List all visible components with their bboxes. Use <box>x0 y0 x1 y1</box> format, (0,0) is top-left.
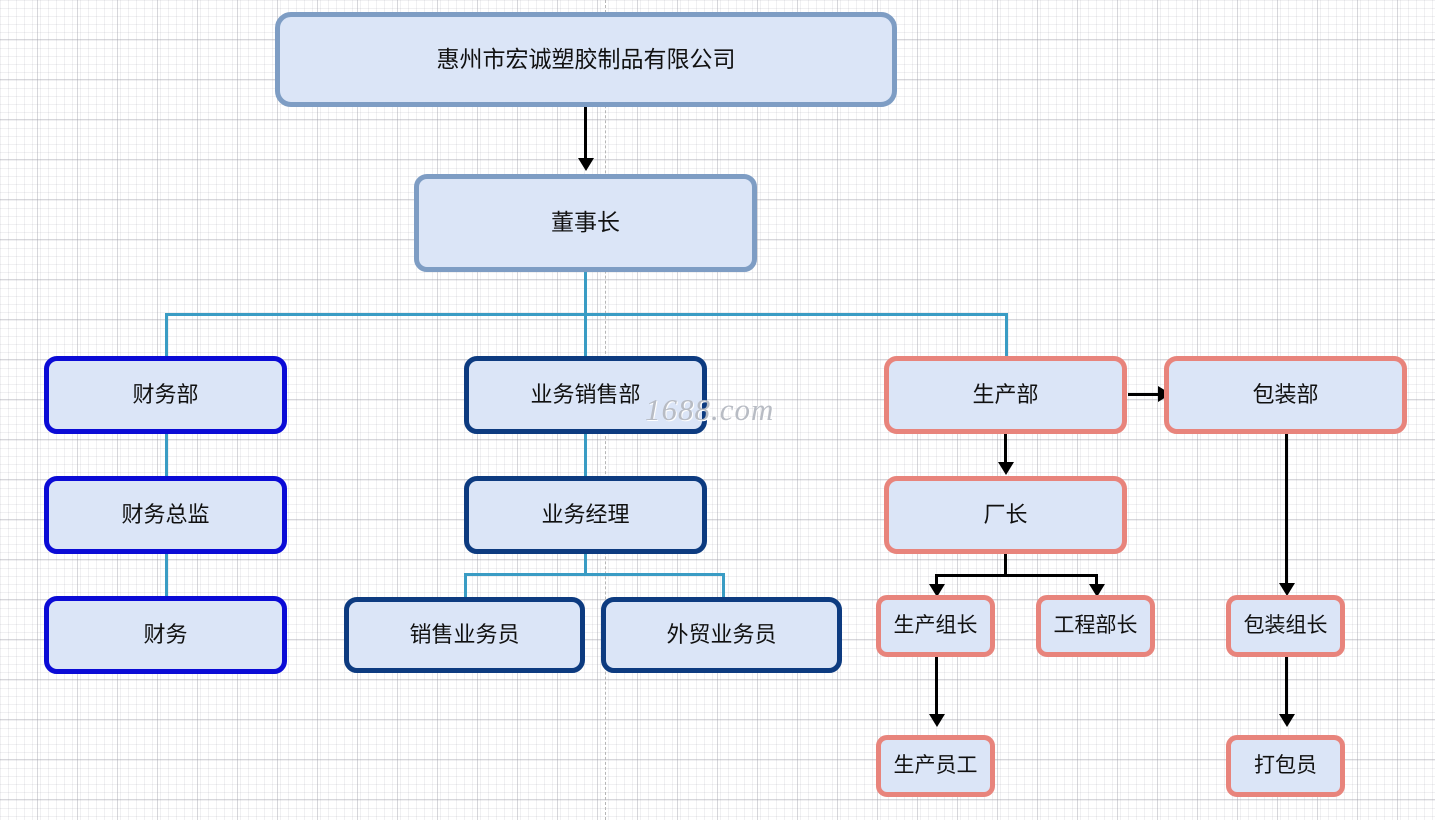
connector-sales-bus <box>464 573 723 576</box>
node-packaging-leader[interactable]: 包装组长 <box>1226 595 1345 657</box>
connector-sales-manager-stem <box>584 552 587 574</box>
connector-bus-to-sales <box>584 313 587 358</box>
connector-chairman-stem <box>584 272 587 315</box>
arrowhead-packaging-leader-to-packer <box>1279 714 1295 727</box>
node-packer[interactable]: 打包员 <box>1226 735 1345 797</box>
node-finance-dept[interactable]: 财务部 <box>44 356 287 434</box>
arrowhead-to-engineering-leader <box>1089 584 1105 597</box>
node-factory-manager[interactable]: 厂长 <box>884 476 1127 554</box>
connector-packaging-to-leader <box>1285 432 1288 586</box>
node-company[interactable]: 惠州市宏诚塑胶制品有限公司 <box>275 12 897 107</box>
node-finance-staff[interactable]: 财务 <box>44 596 287 674</box>
node-sales-dept[interactable]: 业务销售部 <box>464 356 707 434</box>
connector-bus-to-production <box>1005 313 1008 358</box>
connector-production-leader-to-worker <box>935 657 938 718</box>
node-sales-rep[interactable]: 销售业务员 <box>344 597 585 673</box>
node-chairman[interactable]: 董事长 <box>414 174 757 272</box>
connector-production-to-packaging <box>1128 393 1162 396</box>
node-engineering-leader[interactable]: 工程部长 <box>1036 595 1155 657</box>
arrowhead-production-to-factory-manager <box>998 462 1014 475</box>
arrowhead-to-production-leader <box>929 584 945 597</box>
node-finance-director[interactable]: 财务总监 <box>44 476 287 554</box>
connector-factory-manager-stem <box>1004 552 1007 576</box>
connector-bus-to-engineering-leader <box>1095 574 1098 588</box>
connector-bus-to-production-leader <box>935 574 938 588</box>
connector-bus-to-finance <box>165 313 168 358</box>
connector-factory-manager-bus <box>935 574 1096 577</box>
connector-production-to-factory-manager <box>1004 432 1007 465</box>
connector-bus-to-foreign-trade-rep <box>722 573 725 599</box>
arrowhead-packaging-to-leader <box>1279 583 1295 596</box>
node-production-worker[interactable]: 生产员工 <box>876 735 995 797</box>
connector-sales-dept-to-manager <box>584 432 587 478</box>
connector-company-to-chairman <box>584 104 587 162</box>
node-sales-manager[interactable]: 业务经理 <box>464 476 707 554</box>
node-foreign-trade-rep[interactable]: 外贸业务员 <box>601 597 842 673</box>
arrowhead-company-to-chairman <box>578 158 594 171</box>
connector-packaging-leader-to-packer <box>1285 657 1288 718</box>
node-production-dept[interactable]: 生产部 <box>884 356 1127 434</box>
connector-bus-to-sales-rep <box>464 573 467 599</box>
arrowhead-production-leader-to-worker <box>929 714 945 727</box>
connector-finance-director-to-staff <box>165 552 168 598</box>
node-packaging-dept[interactable]: 包装部 <box>1164 356 1407 434</box>
connector-finance-dept-to-director <box>165 432 168 478</box>
node-production-leader[interactable]: 生产组长 <box>876 595 995 657</box>
